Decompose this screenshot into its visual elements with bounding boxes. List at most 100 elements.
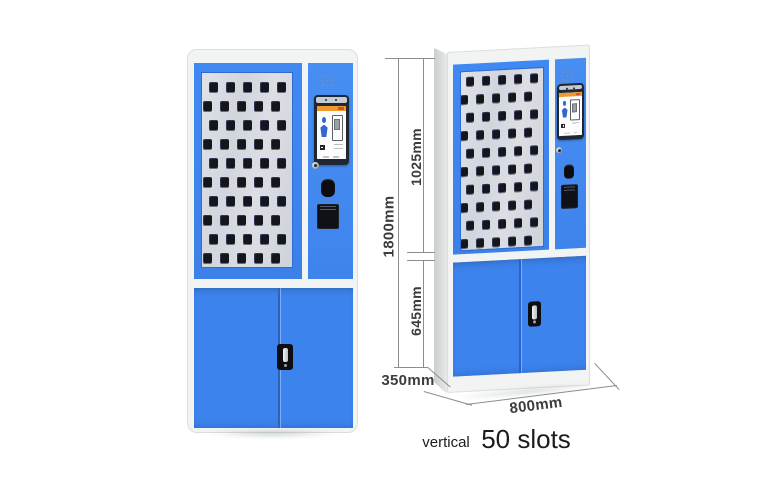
phone-icon bbox=[570, 98, 580, 121]
key-slot bbox=[243, 195, 252, 207]
screen-text-lines bbox=[572, 122, 580, 127]
key-window-panel bbox=[194, 63, 302, 279]
key-slot bbox=[482, 219, 490, 231]
key-slot bbox=[226, 157, 235, 169]
key-slot bbox=[482, 75, 490, 87]
key-slot bbox=[530, 217, 538, 228]
key-slot bbox=[476, 202, 484, 213]
screen-text-lines bbox=[333, 143, 343, 150]
person-icon bbox=[320, 116, 329, 137]
key-slot bbox=[498, 182, 506, 194]
key-slot bbox=[260, 233, 269, 245]
key-slot bbox=[476, 166, 484, 177]
total-height-label: 1800mm bbox=[380, 195, 398, 258]
key-slot bbox=[203, 100, 212, 112]
screen-header-bar bbox=[559, 91, 582, 97]
key-slot bbox=[466, 148, 474, 160]
key-slot bbox=[492, 201, 500, 212]
key-slot bbox=[203, 176, 212, 188]
key-slot bbox=[482, 111, 490, 123]
key-slot bbox=[492, 129, 500, 140]
face-recognition-screen bbox=[314, 95, 349, 165]
key-slot bbox=[514, 218, 522, 229]
key-slot bbox=[530, 145, 538, 156]
control-panel bbox=[555, 57, 586, 250]
key-slot bbox=[277, 81, 286, 93]
depth-label: 350mm bbox=[381, 372, 435, 389]
key-slot bbox=[220, 138, 229, 150]
key-slot bbox=[492, 165, 500, 176]
key-cabinet-perspective-view bbox=[447, 44, 590, 394]
key-slot bbox=[508, 92, 516, 103]
key-slot bbox=[271, 138, 280, 150]
orientation-caption: vertical bbox=[422, 434, 470, 451]
qr-on-phone-icon bbox=[572, 102, 578, 112]
width-label: 800mm bbox=[508, 393, 564, 418]
screen-display bbox=[559, 91, 582, 136]
key-slot bbox=[460, 166, 468, 178]
key-slot bbox=[203, 138, 212, 150]
key-slot bbox=[460, 238, 468, 250]
key-slot bbox=[476, 238, 484, 249]
key-slot bbox=[482, 147, 490, 159]
key-slot bbox=[254, 252, 263, 264]
key-slot bbox=[524, 235, 532, 246]
key-slot bbox=[203, 214, 212, 226]
camera-bar bbox=[316, 97, 347, 104]
door-lock-handle bbox=[528, 301, 541, 327]
capacity-caption: 50 slots bbox=[481, 424, 571, 454]
key-slot bbox=[243, 81, 252, 93]
key-slot bbox=[460, 130, 468, 142]
key-slot bbox=[498, 218, 506, 230]
key-slot bbox=[226, 233, 235, 245]
key-slot bbox=[460, 202, 468, 214]
key-slot bbox=[498, 110, 506, 122]
key-slot bbox=[277, 157, 286, 169]
qr-on-phone-icon bbox=[334, 119, 341, 131]
key-slot bbox=[254, 214, 263, 226]
key-slot bbox=[226, 119, 235, 131]
key-slot bbox=[220, 100, 229, 112]
key-slot bbox=[243, 233, 252, 245]
phone-icon bbox=[331, 114, 344, 142]
key-slot bbox=[524, 91, 532, 102]
screen-header-bar bbox=[317, 106, 346, 111]
key-slot bbox=[209, 195, 218, 207]
dim-tick-bottom bbox=[394, 367, 428, 368]
key-slot bbox=[271, 252, 280, 264]
key-slot bbox=[260, 195, 269, 207]
key-slot bbox=[209, 119, 218, 131]
dim-tick-mid-upper bbox=[407, 252, 435, 253]
key-slot bbox=[514, 182, 522, 193]
floor-shadow bbox=[205, 430, 340, 437]
face-recognition-screen bbox=[557, 82, 584, 141]
key-slot bbox=[524, 199, 532, 210]
key-slot bbox=[508, 200, 516, 211]
key-slot bbox=[524, 163, 532, 174]
storage-doors bbox=[453, 255, 586, 377]
key-slot bbox=[466, 112, 474, 124]
key-slot bbox=[482, 183, 490, 195]
key-slot bbox=[460, 94, 468, 106]
key-slot bbox=[237, 100, 246, 112]
key-slot bbox=[277, 233, 286, 245]
key-slot bbox=[498, 146, 506, 158]
key-slot bbox=[237, 176, 246, 188]
key-slot bbox=[254, 176, 263, 188]
key-slot bbox=[271, 100, 280, 112]
camera-bar bbox=[558, 84, 583, 91]
card-reader-button bbox=[321, 179, 335, 197]
key-slot bbox=[492, 237, 500, 248]
key-slot bbox=[508, 128, 516, 139]
door-split-line bbox=[519, 259, 521, 374]
key-slot bbox=[530, 73, 538, 84]
key-slot bbox=[209, 157, 218, 169]
cabinet-side-panel bbox=[434, 45, 447, 394]
keyhole-icon bbox=[312, 162, 319, 169]
key-slot bbox=[220, 252, 229, 264]
dim-tick-mid-lower bbox=[407, 260, 435, 261]
upper-height-label: 1025mm bbox=[408, 128, 424, 186]
key-slot bbox=[530, 109, 538, 120]
dim-line-lower-height bbox=[423, 260, 424, 367]
key-slot bbox=[260, 157, 269, 169]
